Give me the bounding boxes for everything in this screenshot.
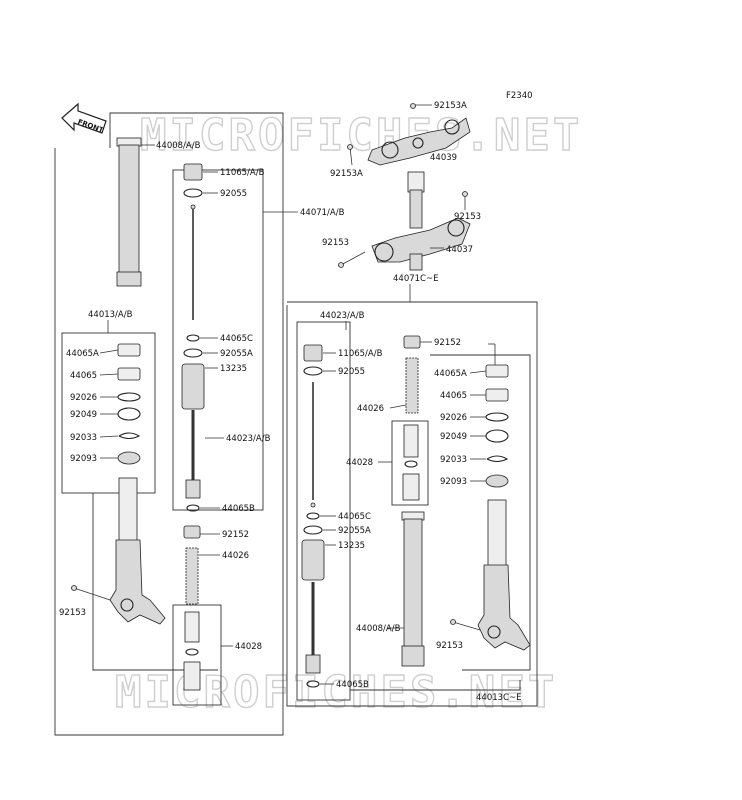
upper-triple-clamp	[367, 117, 471, 166]
label-11065-right: 11065/A/B	[338, 349, 383, 359]
watermark-top: MICROFICHES.NET	[140, 110, 582, 161]
label-92153-clamp-right: 92153	[454, 212, 481, 222]
left-pinch-bolt	[71, 585, 111, 601]
label-92093-right: 92093	[440, 477, 467, 487]
label-44037: 44037	[446, 245, 473, 255]
label-44028-left: 44028	[235, 642, 262, 652]
left-spring-seat-box	[172, 604, 222, 706]
label-92033-right: 92033	[440, 455, 467, 465]
label-92153-left-bolt: 92153	[59, 608, 86, 618]
label-92049-left: 92049	[70, 410, 97, 420]
label-44071c-e: 44071C~E	[393, 274, 438, 284]
label-44071: 44071/A/B	[300, 208, 345, 218]
label-92055a-right: 92055A	[338, 526, 371, 536]
lower-triple-clamp-stem	[371, 171, 471, 271]
label-92152-right: 92152	[434, 338, 461, 348]
label-44013: 44013/A/B	[88, 310, 133, 320]
label-44013c-e: 44013C~E	[476, 693, 521, 703]
label-44065c-left: 44065C	[220, 334, 253, 344]
right-fork-frame	[286, 284, 538, 707]
label-44065-right: 44065	[440, 391, 467, 401]
left-cartridge-box	[172, 169, 264, 511]
label-92026-left: 92026	[70, 393, 97, 403]
label-44065-left: 44065	[70, 371, 97, 381]
label-44065a-right: 44065A	[434, 369, 467, 379]
label-92026-right: 92026	[440, 413, 467, 423]
label-92093-left: 92093	[70, 454, 97, 464]
right-pinch-bolt	[450, 619, 481, 631]
label-44026-right: 44026	[357, 404, 384, 414]
label-92055a-left: 92055A	[220, 349, 253, 359]
label-92055-right: 92055	[338, 367, 365, 377]
right-seal-stack	[485, 364, 509, 488]
left-fork-frame	[54, 112, 284, 736]
right-cartridge-parts	[301, 344, 325, 688]
label-13235-left: 13235	[220, 364, 247, 374]
label-44023-right-top: 44023/A/B	[320, 311, 365, 321]
figure-code: F2340	[506, 91, 533, 101]
label-44023-left: 44023/A/B	[226, 434, 271, 444]
label-44026-left: 44026	[222, 551, 249, 561]
left-cartridge-parts	[181, 163, 205, 512]
label-44065c-right: 44065C	[338, 512, 371, 522]
right-spring-seat-box	[391, 420, 429, 506]
front-arrow-icon: FRONT	[61, 102, 107, 135]
left-spring-parts	[183, 525, 201, 691]
label-44065b-left: 44065B	[222, 504, 255, 514]
left-outer-tube	[116, 137, 142, 287]
left-inner-tube	[109, 477, 166, 625]
label-44028-right: 44028	[346, 458, 373, 468]
left-seal-stack	[117, 343, 141, 465]
label-92152-left: 92152	[222, 530, 249, 540]
label-92153a-top: 92153A	[434, 101, 467, 111]
left-seal-group-box	[61, 332, 156, 494]
label-13235-right: 13235	[338, 541, 365, 551]
label-92049-right: 92049	[440, 432, 467, 442]
label-92055-left: 92055	[220, 189, 247, 199]
right-outer-tube	[401, 511, 425, 667]
label-11065-left: 11065/A/B	[220, 168, 265, 178]
right-cartridge-box	[296, 321, 351, 701]
label-92153-right-bolt: 92153	[436, 641, 463, 651]
label-44065a-left: 44065A	[66, 349, 99, 359]
right-spring-parts	[402, 335, 421, 501]
label-44008-top: 44008/A/B	[156, 141, 201, 151]
label-44039: 44039	[430, 153, 457, 163]
label-92153a-left: 92153A	[330, 169, 363, 179]
label-92033-left: 92033	[70, 433, 97, 443]
label-44008-right: 44008/A/B	[356, 624, 401, 634]
label-44065b-right: 44065B	[336, 680, 369, 690]
label-92153-clamp-left: 92153	[322, 238, 349, 248]
right-inner-tube	[477, 499, 531, 651]
